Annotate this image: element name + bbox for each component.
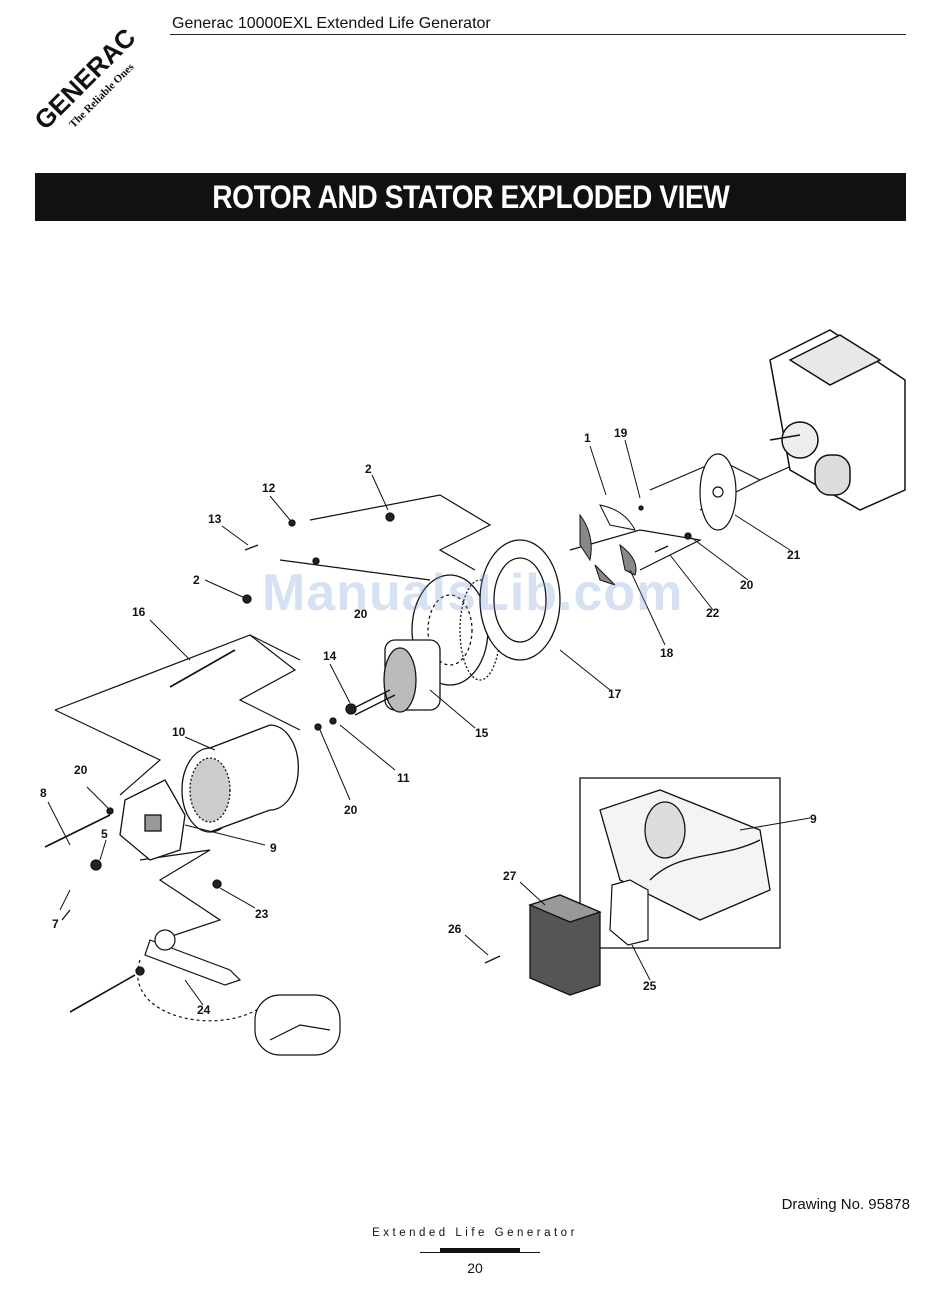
callout-label: 20 — [344, 803, 358, 817]
callout-label: 21 — [787, 548, 801, 562]
stator — [182, 725, 298, 832]
callout-label: 7 — [52, 917, 59, 931]
engine-plate — [700, 454, 736, 530]
brush-holder — [610, 880, 648, 945]
callout-label: 20 — [740, 578, 754, 592]
callout-label: 23 — [255, 907, 269, 921]
watermark: ManualsLib.com — [262, 563, 683, 623]
drawing-number: Drawing No. 95878 — [782, 1196, 910, 1213]
callout-label: 19 — [614, 426, 628, 440]
callout-label: 9 — [810, 812, 817, 826]
exploded-view-diagram: 1 19 2 12 13 2 20 16 14 10 20 8 5 7 9 23… — [0, 240, 950, 1160]
page-number: 20 — [0, 1260, 950, 1276]
callout-label: 25 — [643, 979, 657, 993]
callout-label: 2 — [365, 462, 372, 476]
header-title: Generac 10000EXL Extended Life Generator — [172, 15, 491, 33]
callout-label: 26 — [448, 922, 462, 936]
callout-label: 13 — [208, 512, 222, 526]
banner-title: ROTOR AND STATOR EXPLODED VIEW — [212, 173, 729, 221]
callout-label: 9 — [270, 841, 277, 855]
callout-label: 27 — [503, 869, 517, 883]
callout-label: 15 — [475, 726, 489, 740]
rear-bearing-carrier — [120, 780, 185, 860]
callout-label: 1 — [584, 431, 591, 445]
callout-label: 11 — [397, 771, 410, 785]
generac-logo: GENERAC The Reliable Ones — [24, 18, 164, 158]
callout-label: 12 — [262, 481, 276, 495]
callout-label: 17 — [608, 687, 622, 701]
brush-cover — [530, 895, 600, 995]
footer-text: Extended Life Generator — [0, 1227, 950, 1239]
header-rule — [170, 34, 906, 35]
callout-label: 16 — [132, 605, 146, 619]
callout-label: 8 — [40, 786, 47, 800]
callout-label: 20 — [74, 763, 88, 777]
callout-label: 2 — [193, 573, 200, 587]
callout-label: 18 — [660, 646, 674, 660]
callout-label: 14 — [323, 649, 337, 663]
callout-label: 5 — [101, 827, 108, 841]
engine-block — [770, 330, 905, 510]
rotor — [350, 640, 440, 715]
section-banner: ROTOR AND STATOR EXPLODED VIEW — [35, 173, 906, 221]
footer-rule — [420, 1252, 540, 1253]
callout-label: 24 — [197, 1003, 211, 1017]
brush-holder-bracket — [138, 930, 340, 1055]
callout-label: 22 — [706, 606, 720, 620]
callout-label: 10 — [172, 725, 186, 739]
